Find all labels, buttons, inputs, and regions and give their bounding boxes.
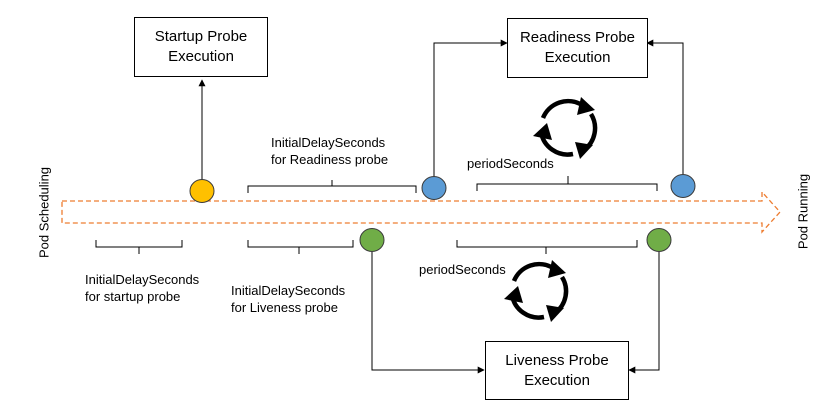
readiness-probe-marker-first	[421, 176, 447, 200]
readiness-probe-marker-second	[670, 174, 696, 198]
readiness-delay-line2: for Readiness probe	[271, 152, 389, 167]
liveness-probe-subtitle: Execution	[524, 371, 590, 389]
readiness-period-brace	[476, 176, 658, 191]
startup-probe-title: Startup Probe	[154, 28, 248, 45]
readiness-delay-label: InitialDelaySeconds for Readiness probe	[271, 134, 388, 168]
liveness-period-label: periodSeconds	[419, 262, 506, 277]
readiness-delay-brace	[247, 180, 417, 193]
startup-probe-marker	[189, 179, 215, 203]
readiness-connector-left	[433, 39, 508, 177]
liveness-delay-brace	[247, 240, 354, 254]
pod-scheduling-label: Pod Scheduling	[36, 166, 52, 259]
readiness-probe-title: Readiness Probe	[519, 29, 636, 46]
readiness-connector-right	[646, 39, 684, 174]
startup-delay-line2: for startup probe	[85, 289, 181, 304]
readiness-probe-box: Readiness Probe Execution	[507, 18, 648, 78]
liveness-probe-title: Liveness Probe	[505, 351, 609, 369]
readiness-period-label: periodSeconds	[467, 156, 554, 171]
liveness-delay-line2: for Liveness probe	[231, 300, 338, 315]
readiness-probe-subtitle: Execution	[544, 49, 611, 66]
readiness-cycle-arrows-icon	[533, 97, 598, 159]
liveness-delay-line1: InitialDelaySeconds	[231, 283, 346, 298]
liveness-probe-marker-second	[646, 228, 672, 252]
liveness-probe-box: Liveness Probe Execution	[485, 341, 629, 400]
liveness-probe-marker-first	[359, 228, 385, 252]
startup-delay-line1: InitialDelaySeconds	[85, 272, 200, 287]
liveness-delay-label: InitialDelaySeconds for Liveness probe	[231, 282, 345, 316]
liveness-period-brace	[456, 240, 638, 254]
liveness-cycle-arrows-icon	[504, 260, 569, 322]
startup-probe-box: Startup Probe Execution	[134, 17, 268, 77]
startup-probe-subtitle: Execution	[168, 48, 234, 65]
liveness-connector-left	[371, 252, 485, 374]
pod-running-label: Pod Running	[795, 173, 811, 250]
startup-delay-brace	[95, 240, 183, 254]
timeline-arrow	[61, 190, 781, 234]
readiness-delay-line1: InitialDelaySeconds	[271, 135, 386, 150]
startup-delay-label: InitialDelaySeconds for startup probe	[85, 271, 199, 305]
liveness-connector-right	[628, 252, 660, 374]
